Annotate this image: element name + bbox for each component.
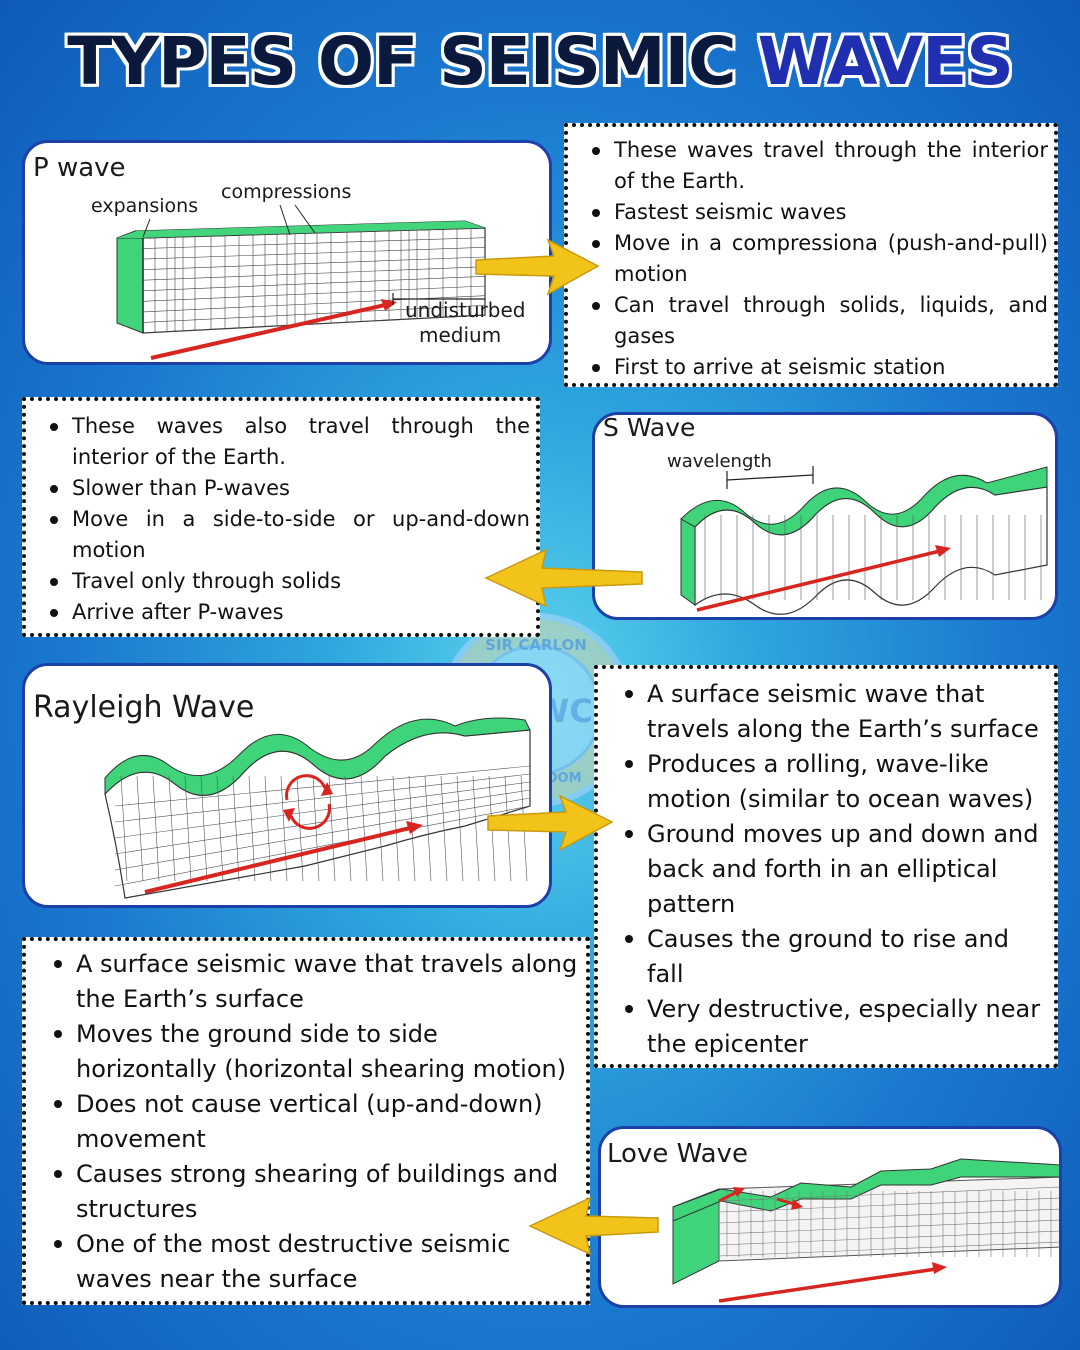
rayleigh-wave-description: A surface seismic wave that travels alon… — [594, 665, 1058, 1068]
s-wave-label: S Wave — [603, 413, 696, 442]
title-part-1: TYPES OF SEISMIC — [67, 23, 736, 100]
wavelength-label: wavelength — [667, 451, 772, 472]
love-wave-points: A surface seismic wave that travels alon… — [54, 947, 580, 1297]
love-wave-label: Love Wave — [607, 1139, 748, 1169]
list-item: A surface seismic wave that travels alon… — [625, 677, 1048, 747]
list-item: Arrive after P-waves — [50, 597, 530, 628]
list-item: Move in a compressiona (push-and-pull) m… — [592, 228, 1048, 290]
list-item: Causes the ground to rise and fall — [625, 922, 1048, 992]
list-item: Fastest seismic waves — [592, 197, 1048, 228]
list-item: Causes strong shearing of buildings and … — [54, 1157, 580, 1227]
rayleigh-wave-card: Rayleigh Wave — [22, 663, 552, 908]
list-item: Slower than P-waves — [50, 473, 530, 504]
list-item: Travel only through solids — [50, 566, 530, 597]
list-item: Does not cause vertical (up-and-down) mo… — [54, 1087, 580, 1157]
undisturbed-label: undisturbed — [405, 298, 526, 322]
p-wave-points: These waves travel through the interior … — [592, 135, 1048, 383]
p-wave-illustration — [116, 204, 486, 360]
s-wave-description: These waves also travel through the inte… — [22, 397, 540, 637]
expansions-label: expansions — [91, 195, 199, 217]
love-wave-description: A surface seismic wave that travels alon… — [22, 937, 590, 1305]
p-wave-description: These waves travel through the interior … — [564, 123, 1058, 387]
arrow-left-icon — [484, 548, 643, 608]
list-item: Move in a side-to-side or up-and-down mo… — [50, 504, 530, 566]
love-wave-illustration — [672, 1158, 1059, 1303]
compressions-label: compressions — [221, 181, 352, 203]
list-item: A surface seismic wave that travels alon… — [54, 947, 580, 1017]
watermark-top-text: SIR CARLON — [485, 636, 587, 654]
s-wave-points: These waves also travel through the inte… — [50, 411, 530, 628]
list-item: Very destructive, especially near the ep… — [625, 992, 1048, 1062]
arrow-right-icon — [475, 238, 600, 296]
list-item: Can travel through solids, liquids, and … — [592, 290, 1048, 352]
arrow-right-icon — [487, 794, 614, 852]
rayleigh-wave-label: Rayleigh Wave — [33, 690, 255, 725]
list-item: Produces a rolling, wave-like motion (si… — [625, 747, 1048, 817]
medium-label: medium — [419, 323, 502, 347]
title-part-2: WAVES — [757, 23, 1014, 100]
p-wave-card: P wave expansions compressions undisturb… — [22, 140, 552, 365]
list-item: These waves travel through the interior … — [592, 135, 1048, 197]
rayleigh-wave-points: A surface seismic wave that travels alon… — [625, 677, 1048, 1062]
page-title: TYPES OF SEISMIC WAVES — [0, 22, 1080, 102]
list-item: Moves the ground side to side horizontal… — [54, 1017, 580, 1087]
s-wave-illustration — [680, 466, 1048, 615]
p-wave-label: P wave — [33, 153, 126, 183]
list-item: One of the most destructive seismic wave… — [54, 1227, 580, 1297]
s-wave-card: S Wave wavelength — [592, 412, 1058, 620]
list-item: Ground moves up and down and back and fo… — [625, 817, 1048, 922]
list-item: First to arrive at seismic station — [592, 352, 1048, 383]
love-wave-card: Love Wave — [598, 1126, 1062, 1308]
list-item: These waves also travel through the inte… — [50, 411, 530, 473]
arrow-left-icon — [528, 1196, 659, 1256]
